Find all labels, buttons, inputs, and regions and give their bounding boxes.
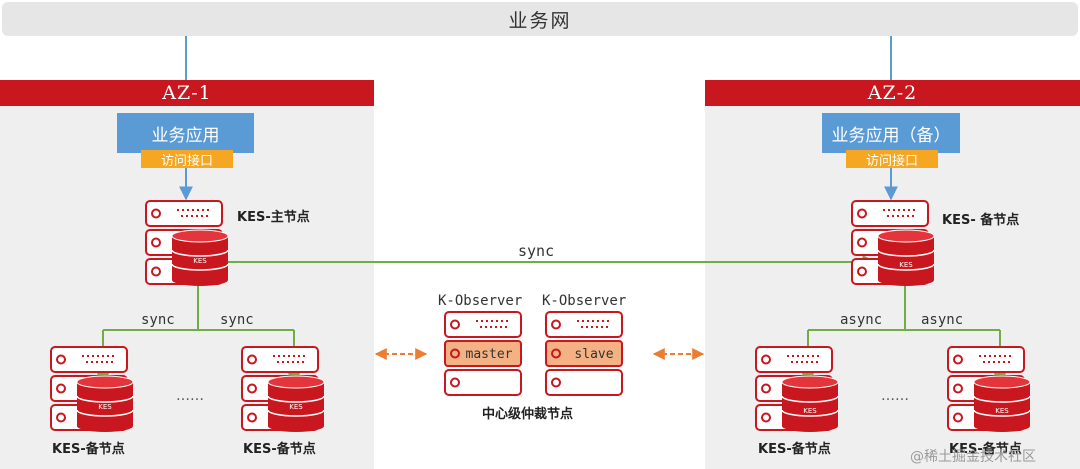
az1-app-label: 业务应用 bbox=[151, 125, 220, 146]
observer-2-title: K-Observer bbox=[542, 293, 627, 309]
observer-2-role: slave bbox=[574, 347, 613, 362]
az2-async-label-1: async bbox=[840, 312, 883, 328]
kes-badge: KES bbox=[289, 403, 303, 411]
az1-title: AZ-1 bbox=[0, 80, 374, 106]
az1-replica-2-label: KES-备节点 bbox=[243, 442, 316, 457]
az1-ellipsis: …… bbox=[176, 388, 204, 404]
business-network-bar: 业务网 bbox=[2, 2, 1078, 36]
observer-1-title: K-Observer bbox=[438, 293, 523, 309]
az1-primary-label: KES-主节点 bbox=[237, 210, 310, 225]
az1-api-label: 访问接口 bbox=[160, 153, 213, 169]
kes-server-icon: KES bbox=[145, 200, 229, 286]
kes-server-icon: KES bbox=[851, 200, 935, 286]
az1-fanout bbox=[103, 284, 294, 331]
az2-replica-2-label: KES-备节点 bbox=[949, 442, 1022, 457]
kes-badge: KES bbox=[899, 261, 913, 269]
az1-replica-1-label: KES-备节点 bbox=[52, 442, 125, 457]
az2-async-label-2: async bbox=[921, 312, 964, 328]
business-network-label: 业务网 bbox=[508, 9, 572, 32]
observer-1-role: master bbox=[466, 347, 513, 362]
kes-badge: KES bbox=[98, 403, 112, 411]
az2-ellipsis: …… bbox=[881, 388, 909, 404]
az2-api-box: 访问接口 bbox=[846, 150, 938, 169]
kes-server-icon: KES bbox=[50, 346, 134, 432]
kes-badge: KES bbox=[803, 407, 817, 415]
observer-server-icon: slave bbox=[545, 311, 623, 396]
kes-server-icon: KES bbox=[241, 346, 325, 432]
az2-title: AZ-2 bbox=[705, 80, 1080, 106]
az2-fanout bbox=[808, 284, 1000, 331]
az1-app-box: 业务应用 bbox=[117, 113, 254, 153]
kes-badge: KES bbox=[995, 407, 1009, 415]
kes-badge: KES bbox=[193, 257, 207, 265]
az1-sync-label-1: sync bbox=[141, 312, 175, 328]
az2-app-box: 业务应用（备） bbox=[822, 113, 960, 153]
observer-server-icon: master bbox=[444, 311, 522, 396]
az1-api-box: 访问接口 bbox=[141, 150, 233, 169]
cross-sync-label: sync bbox=[518, 242, 555, 260]
arbiter-label: 中心级仲裁节点 bbox=[482, 407, 574, 422]
az2-primary-label: KES- 备节点 bbox=[942, 213, 1020, 228]
az2-app-label: 业务应用（备） bbox=[831, 125, 951, 146]
watermark: @稀土掘金技术社区 bbox=[910, 449, 1036, 465]
az1-sync-label-2: sync bbox=[220, 312, 254, 328]
az2-replica-1-label: KES-备节点 bbox=[758, 442, 831, 457]
az2-api-label: 访问接口 bbox=[865, 153, 918, 169]
kes-server-icon: KES bbox=[947, 346, 1031, 432]
kes-server-icon: KES bbox=[755, 346, 839, 432]
